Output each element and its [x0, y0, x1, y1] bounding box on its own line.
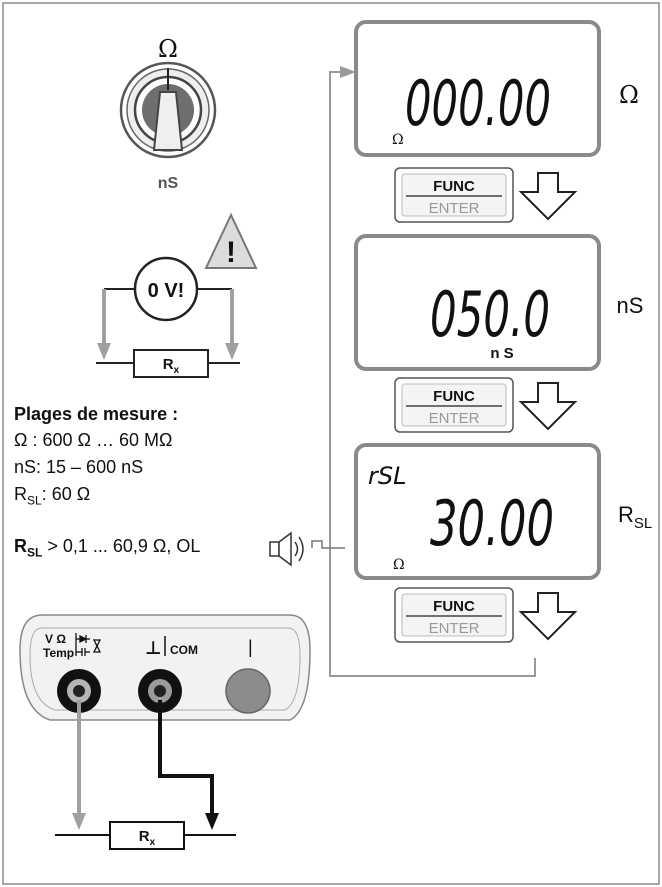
dial-top-symbol: Ω: [158, 35, 178, 63]
resistor-rx-bottom: [109, 821, 185, 850]
dial-bottom-label: nS: [158, 175, 179, 192]
terminal-right-symbol: |: [248, 637, 253, 657]
resistor-sub-top: x: [174, 365, 180, 376]
enter-label-1: ENTER: [429, 200, 480, 217]
probe-arrow-right-icon: [225, 343, 239, 360]
mode-loop-line: [311, 66, 536, 677]
lcd-display-rsl: rSL 30.00 Ω: [354, 443, 601, 580]
resistor-label-bottom: R: [139, 828, 150, 845]
range-ohm: Ω : 600 Ω … 60 MΩ: [14, 430, 173, 450]
ranges-title: Plages de mesure :: [14, 404, 179, 424]
probe-arrow-bottom-left-icon: [72, 813, 86, 830]
mode-label-rsl-main: R: [618, 502, 634, 527]
lcd-reading-rsl: 30.00: [430, 487, 554, 560]
func-label-1: FUNC: [433, 178, 475, 195]
func-label-3: FUNC: [433, 598, 475, 615]
lcd-top-label-rsl: rSL: [368, 462, 406, 490]
down-arrow-icon-1: [518, 172, 578, 221]
mode-label-ns: nS: [617, 293, 644, 318]
mode-label-rsl: RSL: [618, 502, 652, 532]
measurement-circuit-bottom: Rx: [55, 700, 236, 850]
down-arrow-icon-2: [518, 382, 578, 431]
diode-capacitor-icon: [75, 633, 102, 656]
terminal-right-socket[interactable]: [225, 668, 271, 714]
enter-label-2: ENTER: [429, 410, 480, 427]
func-enter-button-3[interactable]: FUNC ENTER: [394, 587, 514, 643]
lcd-display-ohm: 000.00 Ω: [354, 20, 601, 157]
terminal-label-com: COM: [170, 643, 198, 657]
terminal-panel: V Ω Temp ⊥ COM |: [19, 614, 311, 721]
func-enter-button-2[interactable]: FUNC ENTER: [394, 377, 514, 433]
lcd-display-ns: 050.0 n S: [354, 234, 601, 371]
resistor-label-top: R: [163, 356, 174, 373]
continuity-threshold: RSL > 0,1 ... 60,9 Ω, OL: [14, 536, 201, 560]
range-ns: nS: 15 – 600 nS: [14, 457, 144, 477]
voltage-warning-circuit: ! 0 V! Rx: [96, 212, 258, 378]
voltage-label: 0 V!: [148, 280, 185, 302]
mode-label-ohm: Ω: [619, 81, 639, 109]
lcd-reading-ohm: 000.00: [405, 67, 551, 140]
loop-arrow-icon: [340, 66, 356, 78]
svg-text:Rx: Rx: [163, 356, 180, 376]
svg-text:Rx: Rx: [139, 828, 156, 848]
terminal-ground-symbol: ⊥: [145, 638, 161, 658]
down-arrow-icon-3: [518, 592, 578, 641]
mode-label-rsl-sub: SL: [634, 515, 652, 532]
terminal-label-v-ohm: V Ω: [45, 632, 66, 646]
resistor-rx-top: [133, 349, 209, 378]
speaker-icon: [269, 531, 304, 567]
func-label-2: FUNC: [433, 388, 475, 405]
lcd-unit-rsl: Ω: [393, 557, 405, 573]
func-enter-button-1[interactable]: FUNC ENTER: [394, 167, 514, 223]
lcd-unit-ohm: Ω: [392, 132, 404, 148]
dial-pointer: [152, 91, 184, 151]
lcd-reading-ns: 050.0: [430, 278, 550, 351]
lcd-unit-ns: n S: [490, 345, 513, 362]
rotary-dial: Ω nS: [119, 35, 217, 192]
probe-arrow-left-icon: [97, 343, 111, 360]
warning-triangle-icon: [204, 212, 258, 269]
terminal-label-temp: Temp: [43, 646, 74, 660]
enter-label-3: ENTER: [429, 620, 480, 637]
probe-arrow-bottom-right-icon: [205, 813, 219, 830]
warning-exclamation: !: [226, 236, 236, 269]
resistor-sub-bottom: x: [150, 837, 156, 848]
range-rsl: RSL: 60 Ω: [14, 484, 91, 508]
